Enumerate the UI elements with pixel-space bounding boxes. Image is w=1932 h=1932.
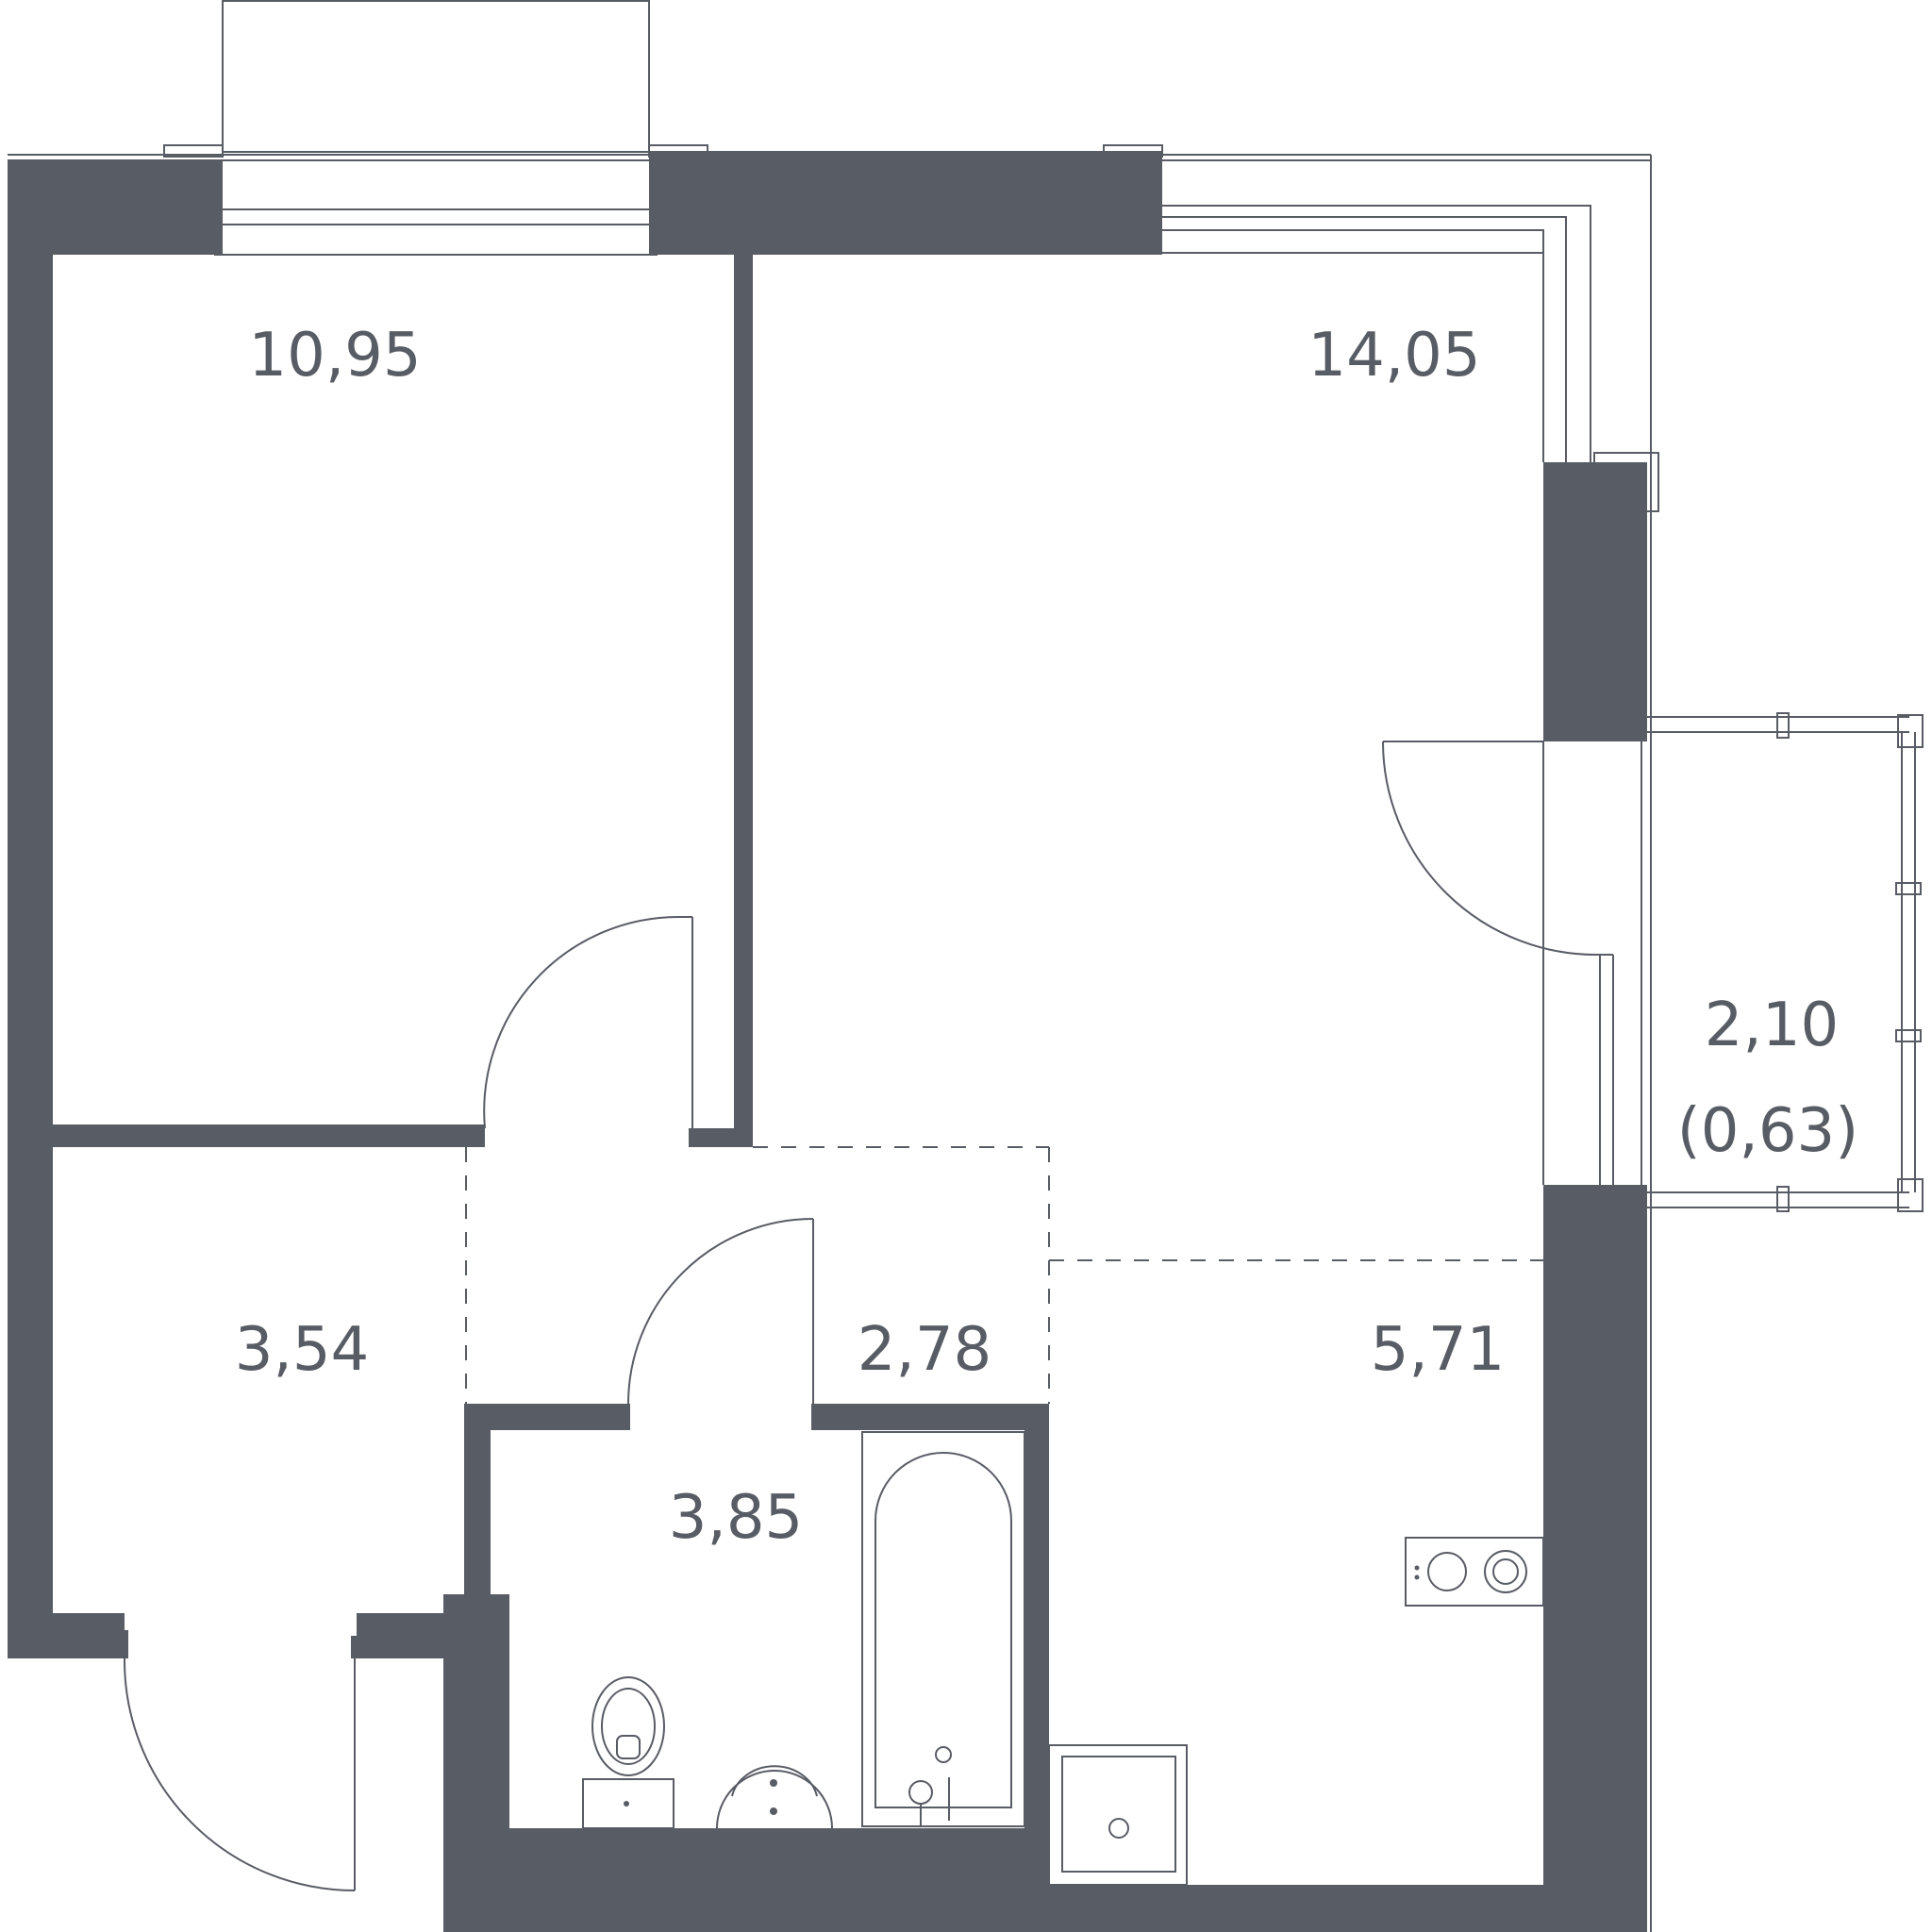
zone-boundaries — [465, 1146, 1543, 1404]
balcony — [1542, 712, 1924, 1212]
doors — [123, 741, 1613, 1891]
kitchen-area-label: 5,71 — [1371, 1315, 1506, 1385]
bedroom-area-label: 10,95 — [248, 321, 421, 391]
balcony-reduced-area-label: (0,63) — [1677, 1096, 1858, 1166]
kitchen-sink-icon — [1048, 1744, 1188, 1886]
bathroom-area-label: 3,85 — [669, 1483, 804, 1553]
room-labels: 10,95 14,05 3,54 2,78 5,71 3,85 2,10 (0,… — [235, 321, 1858, 1553]
balcony-area-label: 2,10 — [1705, 991, 1840, 1060]
corridor-area-label: 2,78 — [858, 1315, 992, 1385]
toilet-icon — [582, 1676, 675, 1829]
living-room-area-label: 14,05 — [1307, 321, 1480, 391]
sink-icon — [716, 1765, 833, 1829]
walls — [8, 151, 1647, 1932]
hallway-area-label: 3,54 — [235, 1315, 370, 1385]
exterior-lines — [8, 0, 1659, 1932]
bathtub-icon — [861, 1431, 1025, 1827]
stove-icon — [1405, 1537, 1544, 1607]
